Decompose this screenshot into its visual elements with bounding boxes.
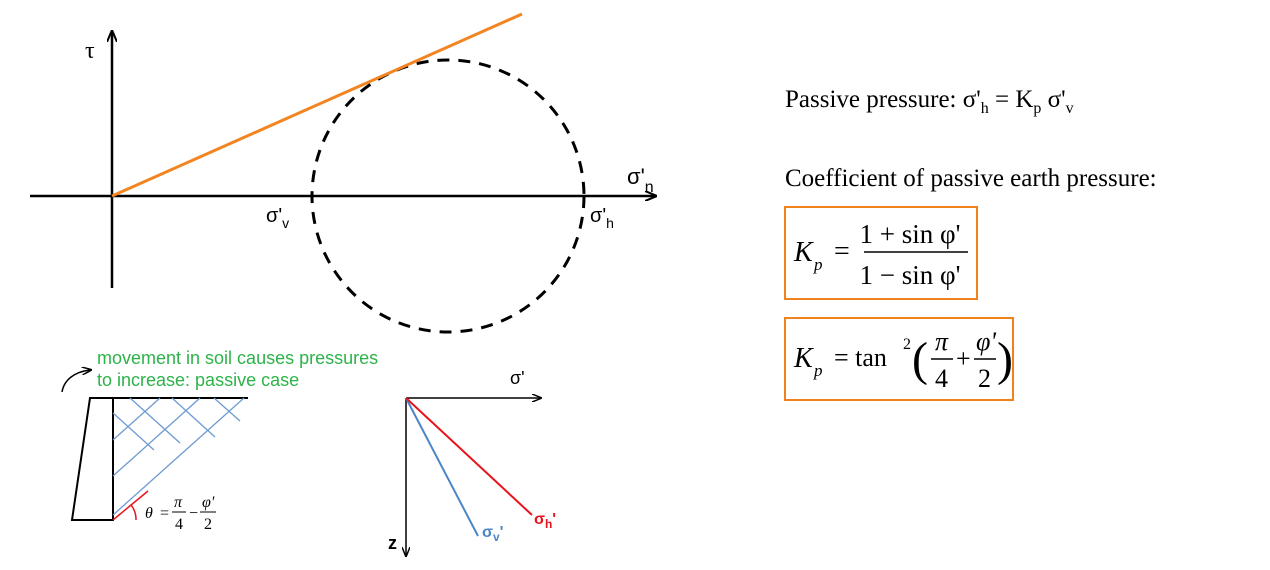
equals-tan: = tan	[834, 343, 887, 372]
kp-subscript: p	[813, 255, 823, 274]
retaining-wall	[70, 397, 114, 521]
left-paren: (	[912, 333, 928, 386]
formula-numerator: 1 + sin φ'	[860, 219, 961, 249]
movement-arrow	[61, 370, 90, 393]
svg-text:−: −	[189, 505, 198, 522]
mohr-plot: τ σ'n σ'v σ'h	[30, 12, 655, 334]
annotation-line-1: movement in soil causes pressures	[97, 348, 378, 368]
sigma-n-label: σ'n	[627, 164, 654, 196]
pi-numerator: π	[935, 327, 949, 356]
squared-exponent: 2	[903, 336, 911, 353]
svg-text:=: =	[160, 505, 169, 522]
annotation-line-2: to increase: passive case	[97, 370, 299, 390]
coefficient-title: Coefficient of passive earth pressure:	[785, 165, 1157, 192]
phi-numerator: φ'	[976, 327, 996, 356]
kp-symbol: K	[793, 237, 814, 268]
svg-text:4: 4	[175, 516, 183, 533]
svg-text:φ': φ'	[202, 494, 215, 511]
sigma-v-line-label: σv'	[482, 524, 503, 544]
sigma-v-line	[405, 397, 479, 537]
kp-sine-formula-box: K p = 1 + sin φ' 1 − sin φ'	[784, 206, 978, 300]
failure-wedge-grid	[112, 397, 245, 516]
svg-text:2: 2	[204, 516, 212, 533]
passive-pressure-text: Passive pressure: σ'h = Kp σ'v	[785, 86, 1074, 117]
angle-arc	[130, 504, 137, 521]
sigma-v-point-label: σ'v	[266, 205, 289, 231]
formula-denominator: 1 − sin φ'	[860, 260, 961, 290]
kp-tangent-formula-box: K p = tan 2 ( π 4 + φ' 2 )	[784, 317, 1014, 401]
stress-axes: σ' z σv' σh'	[388, 368, 556, 555]
four-denominator: 4	[935, 364, 948, 393]
plus-sign: +	[956, 344, 971, 373]
z-axis-label: z	[388, 533, 397, 553]
wall-sketch: movement in soil causes pressures to inc…	[61, 348, 378, 533]
right-paren: )	[997, 333, 1012, 386]
mohr-circle	[310, 58, 586, 334]
failure-envelope	[111, 12, 523, 198]
theta-formula: θ = π 4 − φ' 2	[145, 494, 216, 533]
kp-symbol: K	[793, 343, 814, 374]
kp-subscript: p	[813, 361, 823, 380]
svg-text:π: π	[174, 494, 183, 511]
tau-label: τ	[85, 38, 95, 64]
sigma-h-line	[405, 397, 533, 516]
sigma-h-line-label: σh'	[534, 511, 556, 531]
sigma-h-point-label: σ'h	[590, 205, 614, 231]
sigma-axis-label: σ'	[510, 368, 525, 388]
svg-text:θ: θ	[145, 505, 153, 522]
two-denominator: 2	[978, 364, 991, 393]
equals-sign: =	[834, 236, 850, 267]
